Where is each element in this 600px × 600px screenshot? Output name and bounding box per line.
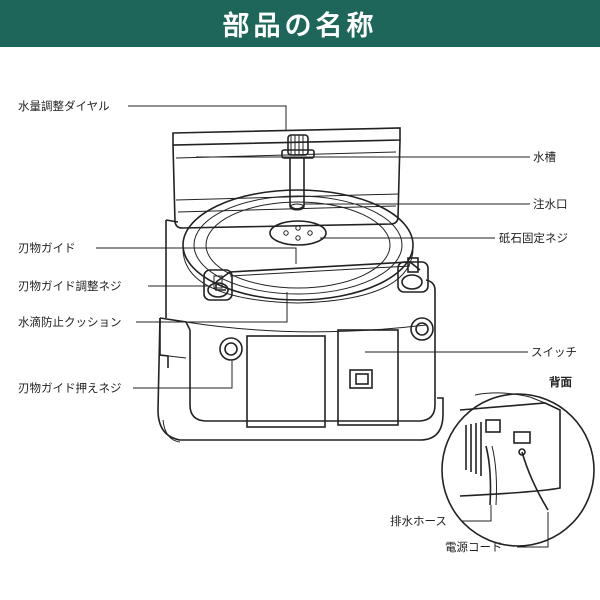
- label-splash-cushion: 水滴防止クッション: [18, 315, 122, 329]
- back-vent: [465, 422, 482, 476]
- guide-adjust-screw-right: [397, 257, 429, 293]
- label-guide-press-screw: 刃物ガイド押えネジ: [18, 381, 122, 395]
- label-back: 背面: [549, 375, 572, 389]
- stone-fixing-screw: [269, 220, 327, 246]
- water-spout: [289, 158, 305, 211]
- label-water-dial: 水量調整ダイヤル: [18, 99, 110, 113]
- cord-port: [513, 431, 531, 444]
- page-title: 部品の名称: [222, 11, 378, 42]
- drain-hose: [485, 445, 492, 506]
- label-stone-screw: 砥石固定ネジ: [499, 231, 568, 245]
- label-blade-guide: 刃物ガイド: [18, 241, 76, 255]
- side-knob-right: [410, 317, 434, 341]
- leader-lines: [96, 105, 549, 548]
- label-switch: スイッチ: [531, 345, 577, 359]
- power-switch: [349, 369, 373, 389]
- front-panel: [246, 335, 326, 428]
- water-dial: [281, 134, 315, 159]
- title-banner: 部品の名称: [0, 0, 600, 47]
- label-water-tank: 水槽: [533, 150, 556, 164]
- back-view-inset: [441, 392, 595, 547]
- switch-panel: [337, 329, 399, 426]
- label-water-outlet: 注水口: [533, 197, 568, 211]
- water-tank: [172, 127, 401, 229]
- guide-adjust-screw-left: [203, 269, 233, 301]
- label-drain-hose: 排水ホース: [390, 514, 447, 528]
- sharpener-body: [157, 219, 444, 443]
- power-cord: [521, 451, 549, 511]
- blade-guide: [215, 261, 421, 291]
- label-power-cord: 電源コード: [445, 540, 503, 554]
- label-guide-adjust-screw: 刃物ガイド調整ネジ: [18, 279, 122, 293]
- guide-press-screw: [219, 337, 243, 361]
- hose-port: [485, 419, 501, 433]
- grinding-stone: [182, 189, 414, 304]
